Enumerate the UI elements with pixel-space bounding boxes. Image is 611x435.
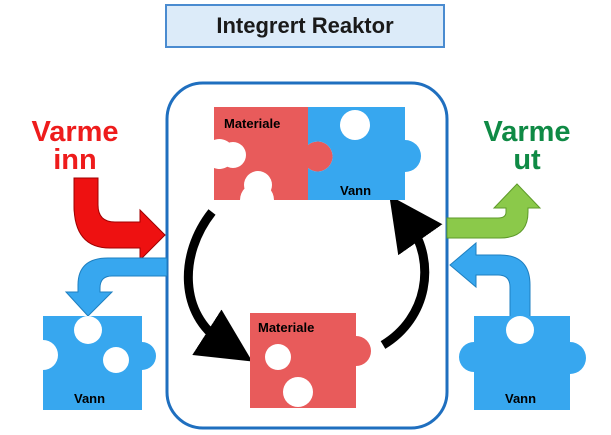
label-material-bottom: Materiale xyxy=(258,320,314,335)
heat-in-arrow-body xyxy=(73,177,166,262)
puzzle-piece-water-left xyxy=(43,316,156,410)
cycle-arrow-right xyxy=(380,195,443,349)
heat-out-label: Varme ut xyxy=(468,116,586,176)
water-out-arrow xyxy=(64,257,168,317)
diagram-title: Integrert Reaktor xyxy=(216,13,394,38)
heat-in-label: Varme inn xyxy=(18,116,132,176)
heat-out-line2: ut xyxy=(513,144,541,176)
label-material-top: Materiale xyxy=(224,116,280,131)
title-box: Integrert Reaktor xyxy=(165,4,445,48)
puzzle-piece-water-right xyxy=(459,316,586,410)
heat-out-line1: Varme xyxy=(483,116,571,148)
puzzle-piece-material-bottom xyxy=(250,313,371,408)
cycle-arrow-left xyxy=(183,209,253,362)
water-in-arrow xyxy=(449,241,531,319)
label-water-right: Vann xyxy=(505,391,536,406)
label-water-top: Vann xyxy=(340,183,371,198)
heat-out-arrow xyxy=(446,183,542,239)
puzzle-piece-material-top xyxy=(214,107,333,200)
heat-in-line1: Varme xyxy=(31,116,119,148)
heat-in-line2: inn xyxy=(53,144,97,176)
puzzle-piece-water-top xyxy=(308,107,421,200)
label-water-left: Vann xyxy=(74,391,105,406)
